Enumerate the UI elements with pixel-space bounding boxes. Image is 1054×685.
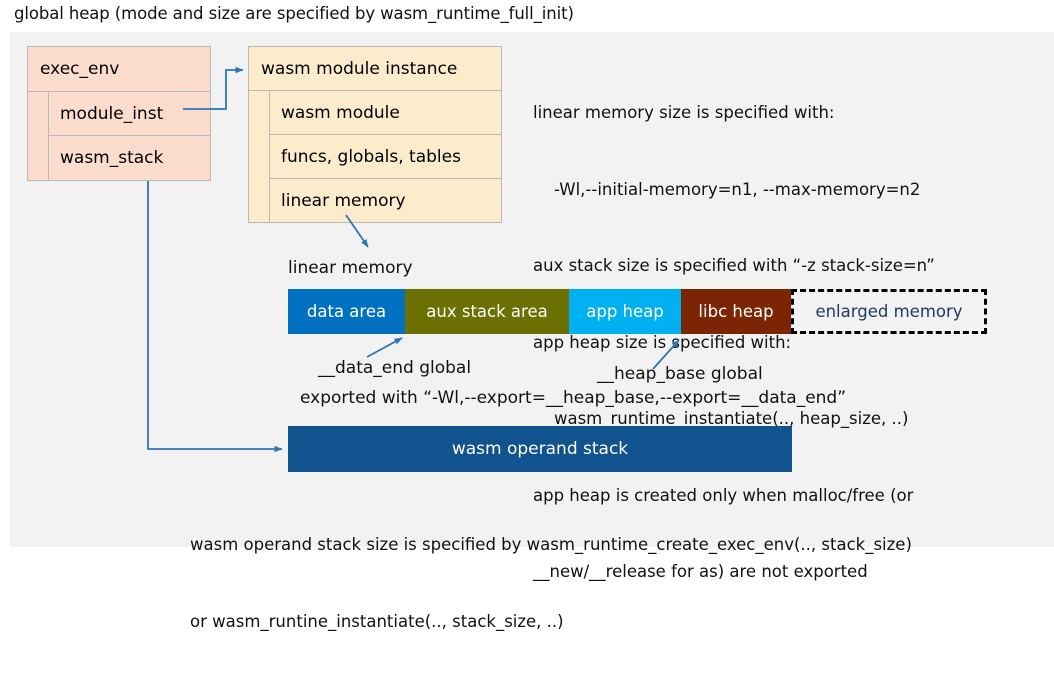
exec-env-row-module-inst: module_inst [49,92,210,136]
bottom-note-line: or wasm_runtine_instantiate(.., stack_si… [190,611,564,631]
annotation-exported-with: exported with “-Wl,--export=__heap_base,… [300,388,847,408]
note-line: app heap size is specified with: [533,332,792,352]
wasm-module-instance-gutter [249,91,270,223]
memory-segment-data-area: data area [288,289,405,334]
exec-env-rows: module_inst wasm_stack [49,92,210,181]
linear-memory-label: linear memory [288,258,413,278]
row-funcs-globals-tables: funcs, globals, tables [270,135,501,179]
row-linear-memory: linear memory [281,191,406,211]
memory-segment-app-heap: app heap [569,289,681,334]
exec-env-box: exec_env module_inst wasm_stack [27,46,211,181]
page-title: global heap (mode and size are specified… [14,4,574,23]
bottom-note-line: wasm operand stack size is specified by … [190,535,912,554]
note-line: -Wl,--initial-memory=n1, --max-memory=n2 [533,179,921,199]
wasm-module-instance-header: wasm module instance [249,47,501,91]
annotation-data-end: __data_end global [318,358,472,378]
linear-memory-notes: linear memory size is specified with: -W… [533,49,1038,636]
note-line: wasm_runtime_instantiate(.., heap_size, … [533,409,909,428]
wasm-module-instance-box: wasm module instance wasm module funcs, … [248,46,502,223]
exec-env-gutter [28,92,49,181]
wasm-module-instance-rows: wasm module funcs, globals, tables linea… [270,91,501,223]
annotation-heap-base: __heap_base global [597,364,763,384]
exec-env-row-wasm-stack: wasm_stack [60,148,164,168]
note-line: aux stack size is specified with “-z sta… [533,256,935,275]
note-line: app heap is created only when malloc/fre… [533,485,914,505]
diagram-canvas: global heap (mode and size are specified… [10,4,1054,631]
operand-stack-notes: wasm operand stack size is specified by … [190,481,1035,685]
row-wasm-module: wasm module [270,91,501,135]
wasm-operand-stack-label: wasm operand stack [451,439,629,459]
note-line: linear memory size is specified with: [533,103,835,122]
memory-segment-enlarged-memory: enlarged memory [791,289,987,334]
memory-segment-libc-heap: libc heap [681,289,791,334]
exec-env-header: exec_env [28,47,210,92]
memory-segment-aux-stack-area: aux stack area [405,289,569,334]
wasm-operand-stack-box: wasm operand stack [288,426,792,472]
